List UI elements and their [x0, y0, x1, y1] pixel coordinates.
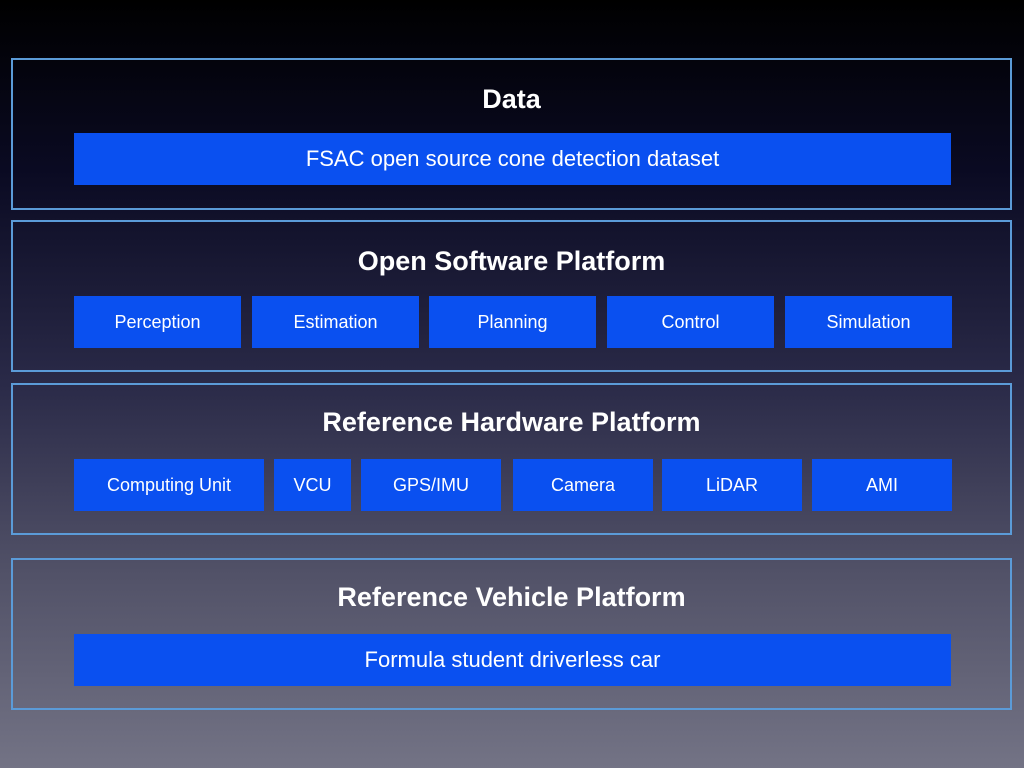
- layer-hardware: Reference Hardware Platform Computing Un…: [11, 383, 1012, 535]
- item-computing-unit: Computing Unit: [74, 459, 264, 511]
- item-gps-imu: GPS/IMU: [361, 459, 501, 511]
- item-perception: Perception: [74, 296, 241, 348]
- item-camera: Camera: [513, 459, 653, 511]
- item-driverless-car: Formula student driverless car: [74, 634, 951, 686]
- item-planning: Planning: [429, 296, 596, 348]
- layer-title-hardware: Reference Hardware Platform: [322, 407, 701, 437]
- layer-software: Open Software Platform Perception Estima…: [11, 220, 1012, 372]
- item-control: Control: [607, 296, 774, 348]
- layer-data: Data FSAC open source cone detection dat…: [11, 58, 1012, 210]
- item-estimation: Estimation: [252, 296, 419, 348]
- layer-title-vehicle: Reference Vehicle Platform: [337, 582, 686, 612]
- item-simulation: Simulation: [785, 296, 952, 348]
- layer-title-data: Data: [482, 84, 541, 114]
- item-ami: AMI: [812, 459, 952, 511]
- item-cone-detection-dataset: FSAC open source cone detection dataset: [74, 133, 951, 185]
- layer-vehicle: Reference Vehicle Platform Formula stude…: [11, 558, 1012, 710]
- layer-title-software: Open Software Platform: [357, 246, 666, 276]
- item-vcu: VCU: [274, 459, 351, 511]
- item-lidar: LiDAR: [662, 459, 802, 511]
